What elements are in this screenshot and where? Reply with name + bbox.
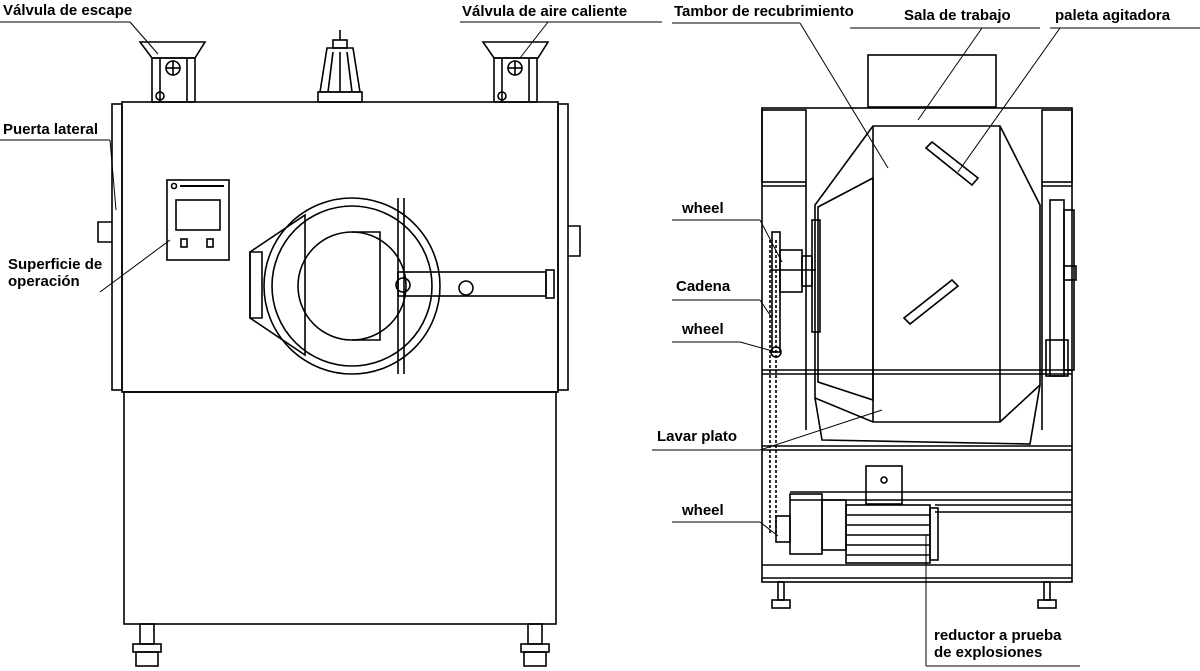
operation-panel (166, 179, 230, 261)
drive-wheel-assembly (770, 219, 821, 358)
top-lamp (317, 30, 363, 103)
label-cadena: Cadena (676, 278, 731, 295)
agitator-paddles (902, 140, 980, 326)
top-duct (867, 54, 997, 108)
feet-side (771, 581, 1057, 609)
label-valvula-aire-caliente: Válvula de aire caliente (462, 3, 628, 20)
feet-front (132, 623, 550, 667)
front-leaders (0, 21, 662, 293)
label-tambor-recubrimiento: Tambor de recubrimiento (674, 3, 854, 20)
drum-door (249, 197, 555, 375)
front-view (0, 21, 662, 667)
coating-drum (814, 125, 1041, 445)
hot-air-valve (481, 41, 550, 103)
side-view (652, 22, 1200, 667)
label-valvula-escape: Válvula de escape (3, 2, 133, 19)
label-sala-trabajo: Sala de trabajo (904, 7, 1011, 24)
label-lavar-plato: Lavar plato (657, 428, 738, 445)
label-paleta-agitadora: paleta agitadora (1055, 7, 1171, 24)
label-wheel-top: wheel (682, 200, 724, 217)
frame-outer (761, 107, 1073, 583)
side-door-left (111, 103, 123, 391)
label-puerta-lateral: Puerta lateral (3, 121, 99, 138)
explosion-proof-reducer (775, 465, 939, 564)
label-wheel-bottom: wheel (682, 502, 724, 519)
label-reductor-1: reductor a prueba (934, 627, 1062, 644)
label-superficie-operacion-2: operación (8, 273, 80, 290)
right-flanges (1045, 199, 1077, 377)
label-superficie-operacion-1: Superficie de (8, 256, 103, 273)
side-leaders (652, 22, 1200, 667)
exhaust-valve (138, 41, 207, 103)
side-door-right (557, 103, 569, 391)
cabinet-lower (123, 391, 557, 625)
label-wheel-mid: wheel (682, 321, 724, 338)
drive-chain (769, 240, 777, 535)
label-reductor-2: de explosiones (934, 644, 1043, 661)
